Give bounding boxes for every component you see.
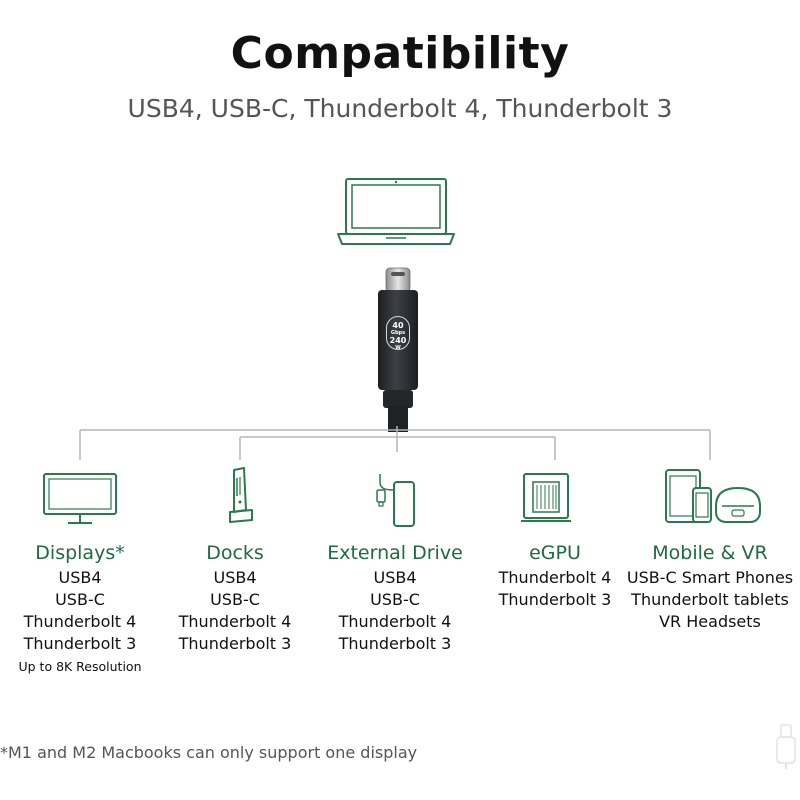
category-title: Displays*: [35, 542, 125, 564]
category-item: Thunderbolt 3: [23, 634, 137, 653]
category-item: Thunderbolt 4: [498, 568, 612, 587]
category-title: Docks: [206, 542, 264, 564]
category-item: VR Headsets: [659, 612, 761, 631]
category-item: USB-C Smart Phones: [626, 568, 794, 587]
category-item: USB4: [213, 568, 257, 587]
category-external-drive: External Drive USB4 USB-C Thunderbolt 4 …: [315, 542, 475, 655]
monitor-icon: [43, 473, 117, 524]
category-item: USB-C: [210, 590, 260, 609]
category-item: USB-C: [370, 590, 420, 609]
page-title: Compatibility: [230, 28, 570, 79]
category-egpu: eGPU Thunderbolt 4 Thunderbolt 3: [480, 542, 630, 611]
category-displays: Displays* USB4 USB-C Thunderbolt 4 Thund…: [0, 542, 160, 678]
dock-icon: [229, 467, 253, 523]
badge-power-unit: W: [395, 345, 401, 351]
category-title: External Drive: [327, 542, 463, 564]
cable-spec-badge: 40 Gbps 240 W: [386, 316, 410, 351]
category-item: Thunderbolt tablets: [631, 590, 789, 609]
mobile-vr-icon: [665, 469, 761, 523]
category-item: Thunderbolt 4: [178, 612, 292, 631]
category-item: Thunderbolt 4: [338, 612, 452, 631]
category-item: Thunderbolt 4: [23, 612, 137, 631]
category-title: Mobile & VR: [652, 542, 768, 564]
category-item: USB4: [58, 568, 102, 587]
category-note: Up to 8K Resolution: [18, 659, 142, 674]
badge-speed-unit: Gbps: [390, 330, 406, 336]
badge-speed: 40: [392, 321, 404, 330]
category-mobile-vr: Mobile & VR USB-C Smart Phones Thunderbo…: [622, 542, 798, 633]
usb-plug-icon: [776, 724, 796, 769]
category-item: Thunderbolt 3: [498, 590, 612, 609]
laptop-icon: [337, 178, 455, 245]
external-drive-icon: [376, 474, 415, 527]
badge-power: 240: [389, 336, 407, 345]
category-title: eGPU: [529, 542, 581, 564]
page-subtitle: USB4, USB-C, Thunderbolt 4, Thunderbolt …: [127, 94, 673, 123]
category-item: Thunderbolt 3: [178, 634, 292, 653]
category-docks: Docks USB4 USB-C Thunderbolt 4 Thunderbo…: [160, 542, 310, 655]
egpu-icon: [521, 473, 571, 522]
footnote: *M1 and M2 Macbooks can only support one…: [0, 743, 418, 762]
category-item: USB-C: [55, 590, 105, 609]
category-item: USB4: [373, 568, 417, 587]
category-item: Thunderbolt 3: [338, 634, 452, 653]
